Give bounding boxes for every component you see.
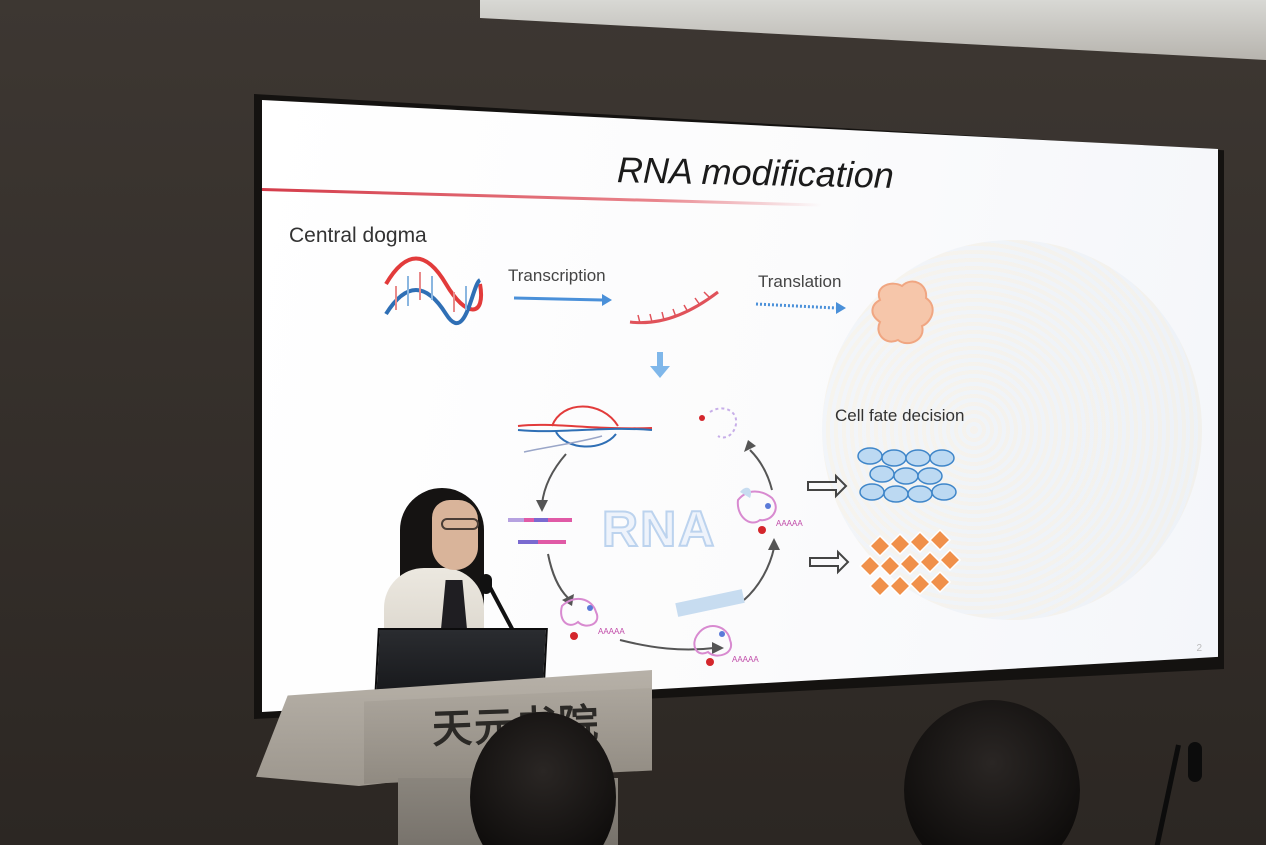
rna-fragment-icon	[699, 407, 738, 439]
podium-microphone-icon	[480, 574, 492, 594]
poly-a-tail: AAAAA	[732, 655, 759, 664]
rna-decay-icon	[736, 487, 777, 534]
down-arrow-icon	[650, 352, 670, 378]
translation-label: Translation	[758, 272, 842, 291]
audience-microphone-icon	[1188, 742, 1202, 782]
cell-fate-arrow	[807, 473, 848, 499]
slide-diagram: AAAAA AAAAA AAAAA	[384, 256, 962, 666]
speaker-glasses	[441, 518, 479, 530]
cell-fate-label: Cell fate decision	[835, 406, 965, 425]
mrna-cap-icon	[560, 597, 599, 640]
dna-double-helix-icon	[384, 256, 484, 326]
mrna-strand-icon	[629, 290, 719, 325]
ribosome-icon	[675, 589, 745, 666]
audience-head	[470, 712, 616, 845]
transcription-bubble-icon	[517, 405, 653, 453]
transcription-label: Transcription	[508, 266, 606, 285]
splicing-bars-icon	[508, 518, 572, 544]
differentiated-cell-cluster-icon	[858, 528, 962, 598]
rna-center-word: RNA	[601, 500, 717, 558]
translation-arrow	[755, 302, 846, 314]
poly-a-tail: AAAAA	[776, 519, 803, 528]
slide-page-number: 2	[1196, 643, 1202, 654]
cell-fate-arrow	[809, 549, 850, 575]
protein-blob-icon	[871, 280, 934, 345]
poly-a-tail: AAAAA	[598, 627, 625, 636]
cycle-arrowheads	[536, 440, 780, 654]
cycle-arrows	[541, 449, 775, 651]
section-label: Central dogma	[289, 224, 427, 247]
speaker-face	[432, 500, 478, 570]
wall-panel	[0, 0, 257, 845]
stem-cell-cluster-icon	[857, 447, 957, 503]
transcription-arrow	[513, 294, 612, 306]
audience-head	[904, 700, 1080, 845]
